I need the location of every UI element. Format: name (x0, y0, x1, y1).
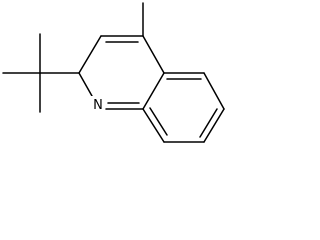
bond-c2-c3 (78, 35, 102, 74)
atom-n1-background (91, 96, 105, 112)
bond-c4a-c8a (142, 72, 165, 110)
molecule-structure-diagram: N (2, 2, 225, 143)
benzene-ring (142, 72, 225, 143)
bond-c4-c4a (142, 35, 165, 74)
bond-c6-c7 (203, 108, 225, 143)
pyridine-ring (78, 35, 165, 110)
bond-c6-c7-double (199, 108, 218, 138)
bond-n1-c2 (78, 72, 93, 97)
bond-c8-c8a-double (149, 107, 168, 136)
tert-butyl-group (2, 33, 80, 113)
atom-n1: N (91, 96, 105, 113)
atom-n1-label: N (93, 98, 103, 113)
bond-c8-c8a (142, 108, 165, 143)
bond-c5-c6 (203, 72, 225, 110)
